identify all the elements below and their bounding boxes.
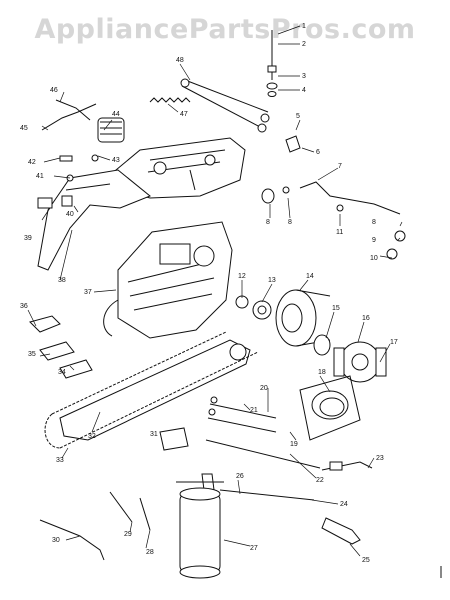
part-spring[interactable] <box>149 97 191 103</box>
callout-40: 40 <box>66 211 74 218</box>
callout-41: 41 <box>36 173 44 180</box>
part-clutch[interactable] <box>333 341 387 383</box>
part-clutch-drum[interactable] <box>275 289 331 347</box>
callout-22: 22 <box>316 477 324 484</box>
callout-43: 43 <box>112 157 120 164</box>
callout-48: 48 <box>176 57 184 64</box>
callout-4: 4 <box>302 87 306 94</box>
callout-47: 47 <box>180 111 188 118</box>
part-bearing[interactable] <box>313 334 331 356</box>
callout-1: 1 <box>302 23 306 30</box>
callout-42: 42 <box>28 159 36 166</box>
callout-9: 9 <box>372 237 376 244</box>
callout-28: 28 <box>146 549 154 556</box>
callout-6: 6 <box>316 149 320 156</box>
part-guide-bar[interactable] <box>59 339 251 441</box>
callout-19: 19 <box>290 441 298 448</box>
callout-23: 23 <box>376 455 384 462</box>
callout-34: 34 <box>58 369 66 376</box>
callout-labels: 1 2 3 4 5 6 7 8 8 8 9 10 11 12 13 14 15 … <box>20 23 398 564</box>
callout-21: 21 <box>250 407 258 414</box>
callout-14: 14 <box>306 273 314 280</box>
callout-8b: 8 <box>288 219 292 226</box>
part-saw-chain[interactable] <box>44 331 259 449</box>
callout-39: 39 <box>24 235 32 242</box>
callout-26: 26 <box>236 473 244 480</box>
callout-2: 2 <box>302 41 306 48</box>
part-washers[interactable] <box>235 295 272 320</box>
callout-31: 31 <box>150 431 158 438</box>
callout-11: 11 <box>336 229 343 236</box>
callout-17: 17 <box>390 339 398 346</box>
leader-lines <box>27 25 403 557</box>
part-rods[interactable] <box>180 78 270 133</box>
callout-16: 16 <box>362 315 370 322</box>
callout-33: 33 <box>56 457 64 464</box>
callout-18: 18 <box>318 369 326 376</box>
callout-8c: 8 <box>372 219 376 226</box>
part-canister[interactable] <box>176 481 224 579</box>
part-handle[interactable] <box>37 169 151 271</box>
part-bar-hardware[interactable] <box>205 396 321 469</box>
callout-20: 20 <box>260 385 268 392</box>
callout-13: 13 <box>268 277 276 284</box>
watermark-text: AppliancePartsPros.com <box>34 14 416 45</box>
callout-15: 15 <box>332 305 340 312</box>
callout-35: 35 <box>28 351 36 358</box>
callout-7: 7 <box>338 163 342 170</box>
part-link-plates[interactable] <box>29 315 93 379</box>
callout-44: 44 <box>112 111 120 118</box>
callout-25: 25 <box>362 557 370 564</box>
part-wire-rods[interactable] <box>41 99 97 131</box>
part-pins-wire[interactable] <box>39 491 151 561</box>
part-filter[interactable] <box>97 117 125 143</box>
part-rod[interactable] <box>219 489 315 501</box>
callout-3: 3 <box>302 73 306 80</box>
callout-38: 38 <box>58 277 66 284</box>
part-bolt-top[interactable] <box>266 30 278 97</box>
part-clutch-rings[interactable] <box>299 375 361 441</box>
part-fuel-line[interactable] <box>261 135 406 260</box>
callout-12: 12 <box>238 273 246 280</box>
part-wrench[interactable] <box>321 517 361 545</box>
callout-45: 45 <box>20 125 28 132</box>
callout-29: 29 <box>124 531 132 538</box>
callout-32: 32 <box>88 433 96 440</box>
callout-10: 10 <box>370 255 378 262</box>
part-bracket[interactable] <box>159 427 215 491</box>
callout-24: 24 <box>340 501 348 508</box>
part-tool[interactable] <box>321 461 373 471</box>
callout-46: 46 <box>50 87 58 94</box>
callout-37: 37 <box>84 289 92 296</box>
callout-5: 5 <box>296 113 300 120</box>
part-small-fasteners[interactable] <box>37 154 99 209</box>
part-engine[interactable] <box>103 221 233 339</box>
callout-30: 30 <box>52 537 60 544</box>
callout-27: 27 <box>250 545 258 552</box>
callout-36: 36 <box>20 303 28 310</box>
callout-8: 8 <box>266 219 270 226</box>
